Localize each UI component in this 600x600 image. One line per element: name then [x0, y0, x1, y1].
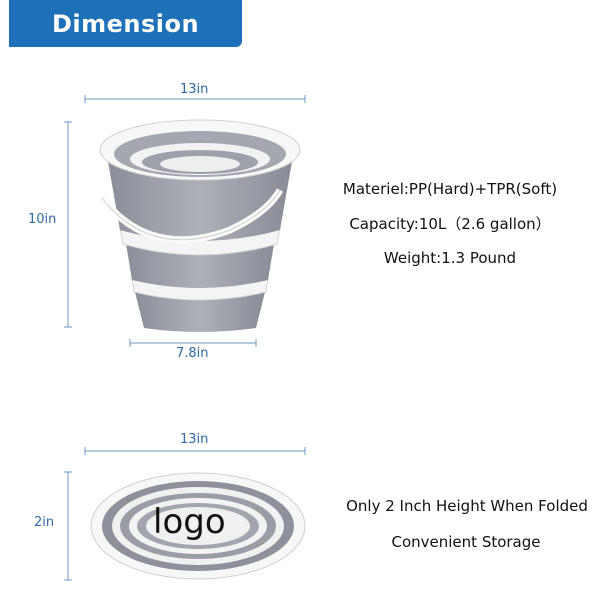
bucket-image	[99, 119, 301, 332]
storage-note: Convenient Storage	[391, 533, 541, 551]
folded-height-note: Only 2 Inch Height When Folded	[346, 497, 588, 515]
folded-height-label: 2in	[34, 515, 55, 530]
capacity-spec: Capacity:10L（2.6 gallon）	[349, 215, 551, 233]
material-spec: Materiel:PP(Hard)+TPR(Soft)	[342, 180, 558, 198]
banner-title: Dimension	[51, 9, 200, 38]
top-width-label: 13in	[180, 82, 209, 97]
logo-placeholder: logo	[153, 502, 226, 542]
weight-spec: Weight:1.3 Pound	[383, 249, 517, 267]
folded-bucket-image	[90, 472, 306, 580]
height-label: 10in	[28, 212, 57, 227]
dimension-banner: Dimension	[9, 0, 242, 47]
folded-width-label: 13in	[180, 432, 209, 447]
base-width-label: 7.8in	[176, 346, 209, 361]
